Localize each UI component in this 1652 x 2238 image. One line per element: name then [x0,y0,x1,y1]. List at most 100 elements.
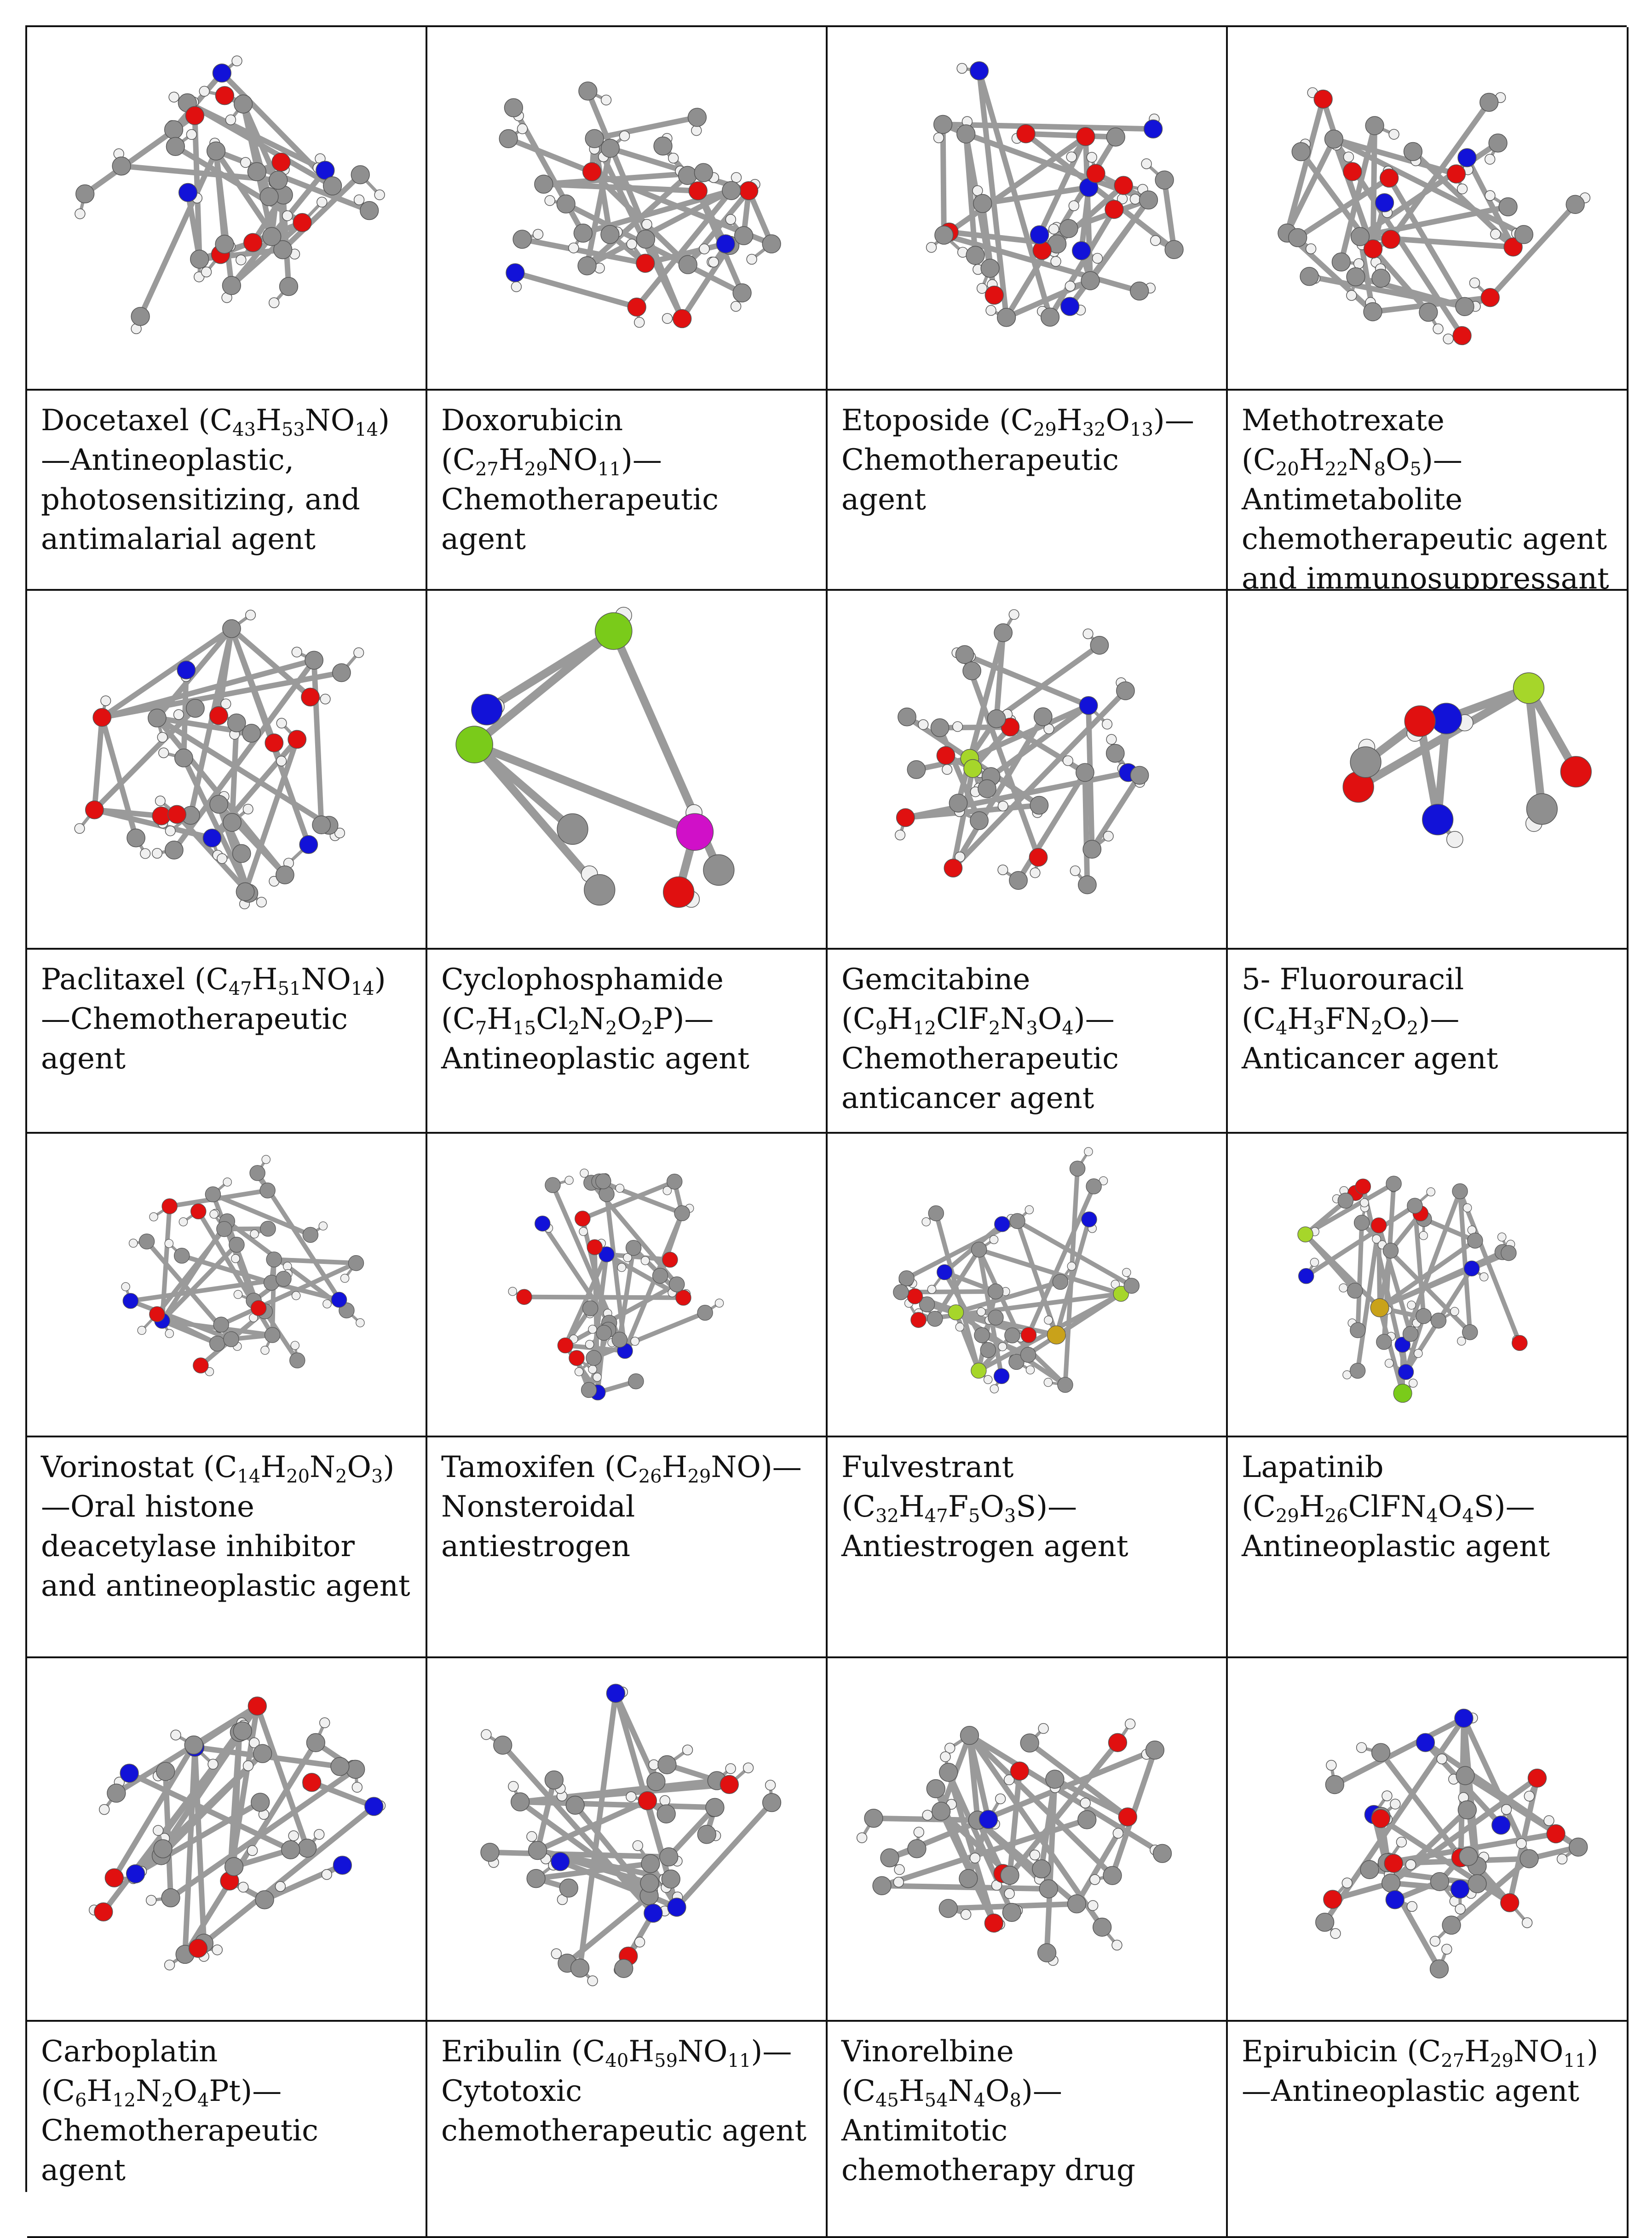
formula-subscript: 29 [524,459,548,480]
hydrogen-atom [914,1827,924,1837]
hydrogen-atom [725,214,736,225]
oxygen-atom [663,877,694,907]
hydrogen-atom [1063,756,1073,766]
carbon-atom [1347,268,1365,286]
hydrogen-atom [1524,1791,1534,1801]
hydrogen-atom [1382,1791,1392,1801]
hydrogen-atom [231,1254,240,1263]
structure-image-etoposide [828,27,1228,391]
drug-name: Paclitaxel [41,963,185,997]
formula-subscript: 4 [1426,1505,1438,1527]
structure-image-methotrexate [1228,27,1629,391]
formula-subscript: 5 [968,1505,980,1527]
hydrogen-atom [986,306,996,316]
hydrogen-atom [766,1780,776,1790]
carbon-atom [949,794,967,812]
carbon-atom [615,1959,633,1978]
formula-element: F [948,1490,968,1524]
carbon-atom [970,812,988,830]
carbon-atom [722,181,741,200]
carbon-atom [932,1802,950,1821]
hydrogen-atom [957,63,967,74]
formula-element: H [252,963,278,997]
structure-image-tamoxifen [427,1134,828,1437]
carbon-atom [1300,267,1318,286]
carbon-atom [1382,1874,1400,1892]
formula-element: C [1253,1002,1276,1036]
formula-subscript: 47 [229,978,252,999]
formula-element: O [1106,404,1130,438]
oxygen-atom [94,1903,113,1921]
hydrogen-atom [601,95,611,105]
formula-element: H [1464,2035,1490,2069]
hydrogen-atom [1409,1379,1417,1387]
carbon-atom [148,709,166,727]
hydrogen-atom [977,1308,985,1316]
carbon-atom [1325,1776,1344,1794]
carbon-atom [248,162,266,181]
hydrogen-atom [857,1833,867,1843]
carbon-atom [1090,636,1108,654]
carbon-atom [679,255,697,274]
hydrogen-atom [1049,224,1059,234]
carbon-atom [628,1374,644,1389]
drug-caption: 5- Fluorouracil (C4H3FN2O2)—Anticancer a… [1228,950,1627,1079]
hydrogen-atom [1406,1860,1416,1870]
carbon-atom [154,1840,172,1858]
hydrogen-atom [276,718,287,728]
carbon-atom [1081,271,1099,290]
formula-subscript: 14 [351,978,374,999]
carbon-atom [166,137,184,156]
carbon-atom [697,1825,716,1844]
molecule-3d-model [828,1134,1226,1436]
carbon-atom [1372,1743,1390,1762]
carbon-atom [1416,1309,1431,1324]
drug-caption: Doxorubicin (C27H29NO11)—Chemotherapeuti… [427,391,826,559]
hydrogen-atom [683,1745,693,1755]
hydrogen-atom [1480,1273,1488,1281]
carbon-atom [873,1876,891,1895]
hydrogen-atom [1557,1854,1567,1864]
caption-cell-methotrexate: Methotrexate (C20H22N8O5)—Antimetabolite… [1228,391,1629,591]
carbon-atom [1070,1161,1085,1176]
formula-subscript: 54 [925,2090,948,2111]
carbon-atom [276,866,294,884]
formula-element: O [1386,443,1410,477]
carbon-atom [529,1841,547,1860]
carbon-atom [213,1317,229,1332]
hydrogen-atom [1498,1233,1506,1241]
formula-element: C [1253,443,1276,477]
caption-cell-gemcitabine: Gemcitabine (C9H12ClF2N3O4)—Chemotherape… [828,950,1228,1134]
oxygen-atom [1324,1890,1342,1909]
carbon-atom [535,175,553,193]
carbon-atom [323,177,342,195]
carbon-atom [1145,1741,1164,1759]
formula-subscript: 11 [1563,2050,1587,2071]
hydrogen-atom [226,115,236,125]
oxygen-atom [569,1350,584,1366]
hydrogen-atom [208,1759,218,1769]
carbon-atom [1078,1811,1096,1829]
caption-cell-fluorouracil: 5- Fluorouracil (C4H3FN2O2)—Anticancer a… [1228,950,1629,1134]
oxygen-atom [944,859,962,877]
hydrogen-atom [1347,290,1357,300]
hydrogen-atom [565,1176,573,1184]
carbon-atom [1106,744,1124,762]
bond [677,1803,772,1907]
nitrogen-atom [1082,1212,1097,1227]
hydrogen-atom [157,733,167,743]
structure-image-cyclophosphamide [427,591,828,950]
caption-cell-epirubicin: Epirubicin (C27H29NO11)—Antineoplastic a… [1228,2022,1629,2238]
hydrogen-atom [1339,1284,1347,1292]
oxygen-atom [303,1773,321,1792]
carbon-atom [662,1870,680,1888]
hydrogen-atom [282,211,293,221]
carbon-atom [1103,1866,1122,1885]
bond [185,1747,195,1954]
hydrogen-atom [248,1846,258,1856]
oxygen-atom [517,1289,532,1304]
carbon-atom [1005,1328,1020,1343]
hydrogen-atom [1430,1936,1440,1946]
carbon-atom [242,724,260,742]
oxygen-atom [301,688,319,706]
